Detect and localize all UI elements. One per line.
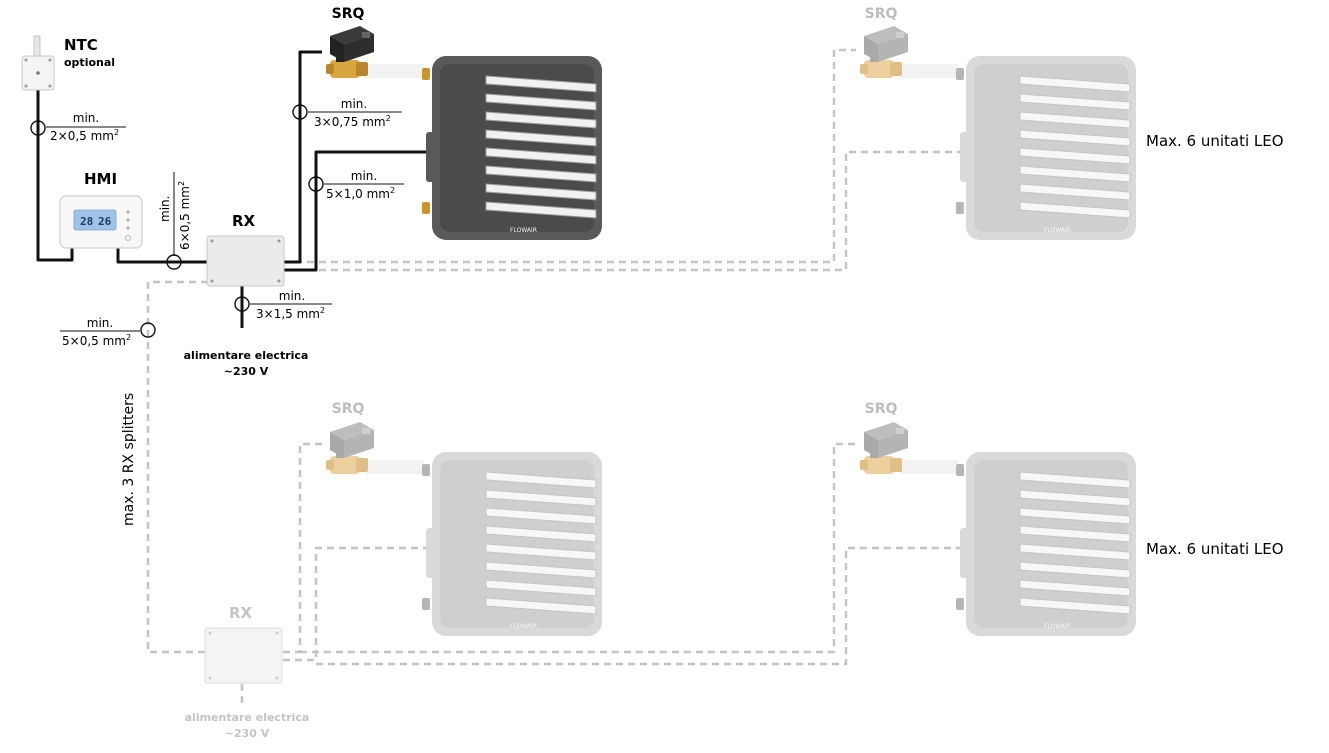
srq-valve-bottom-right <box>860 422 958 474</box>
rx-secondary-label: RX <box>229 604 253 622</box>
svg-text:3×1,5 mm2: 3×1,5 mm2 <box>256 306 325 321</box>
hmi-display-left: 28 <box>80 215 93 228</box>
active-wiring <box>36 50 430 328</box>
rx-main-label: RX <box>232 212 256 230</box>
cable-spec-hmi-rx: min. 6×0,5 mm2 <box>158 172 192 256</box>
power-secondary-line1: alimentare electrica <box>185 711 310 724</box>
svg-text:min.: min. <box>158 196 172 222</box>
max-units-label-bottom: Max. 6 unitati LEO <box>1146 540 1284 558</box>
srq-label-top-left: SRQ <box>332 6 365 22</box>
svg-text:5×0,5 mm2: 5×0,5 mm2 <box>62 333 131 348</box>
svg-text:5×1,0 mm2: 5×1,0 mm2 <box>326 186 395 201</box>
inactive-wiring <box>146 48 960 706</box>
cable-spec-rx-leo: min. 5×1,0 mm2 <box>324 169 404 201</box>
svg-text:2×0,5 mm2: 2×0,5 mm2 <box>50 128 119 143</box>
srq-label-bottom-left: SRQ <box>332 401 365 417</box>
srq-valve-top-left <box>326 26 424 78</box>
hmi-controller: 28 26 <box>59 195 143 249</box>
leo-heater-top-right <box>956 56 1136 240</box>
hmi-label: HMI <box>84 170 117 188</box>
srq-label-bottom-right: SRQ <box>865 401 898 417</box>
leo-heater-top-left <box>422 56 602 240</box>
ntc-sensor <box>21 35 55 91</box>
cable-spec-rx-srq: min. 3×0,75 mm2 <box>308 97 402 129</box>
max-splitters-label: max. 3 RX splitters <box>121 393 137 526</box>
leo-heater-bottom-right <box>956 452 1136 636</box>
rx-main-box <box>206 235 285 287</box>
power-main-line2: ~230 V <box>224 365 269 378</box>
svg-text:6×0,5 mm2: 6×0,5 mm2 <box>177 181 192 250</box>
leo-heater-bottom-left <box>422 452 602 636</box>
power-secondary-line2: ~230 V <box>225 727 270 740</box>
srq-valve-top-right <box>860 26 958 78</box>
cable-spec-rx-rx: min. 5×0,5 mm2 <box>60 316 140 348</box>
ntc-optional-label: optional <box>64 56 115 69</box>
svg-text:min.: min. <box>87 316 113 330</box>
srq-label-top-right: SRQ <box>865 6 898 22</box>
cable-spec-ntc-hmi: min. 2×0,5 mm2 <box>46 111 126 143</box>
srq-valve-bottom-left <box>326 422 424 474</box>
svg-text:min.: min. <box>341 97 367 111</box>
hmi-display-right: 26 <box>98 215 112 228</box>
max-units-label-top: Max. 6 unitati LEO <box>1146 132 1284 150</box>
cable-spec-rx-power: min. 3×1,5 mm2 <box>250 289 332 321</box>
svg-text:3×0,75 mm2: 3×0,75 mm2 <box>314 114 391 129</box>
rx-secondary-box <box>204 627 283 684</box>
svg-text:min.: min. <box>279 289 305 303</box>
svg-text:min.: min. <box>73 111 99 125</box>
svg-text:min.: min. <box>351 169 377 183</box>
power-main-line1: alimentare electrica <box>184 349 309 362</box>
ntc-label: NTC <box>64 36 98 54</box>
